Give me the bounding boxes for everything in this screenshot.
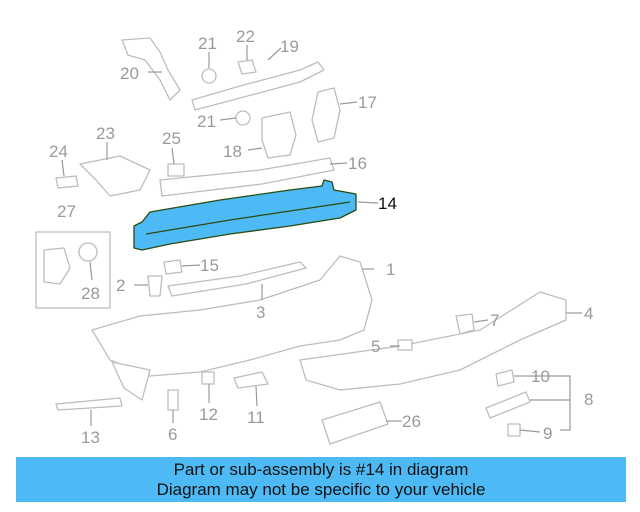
part-reflector-left [111, 361, 151, 401]
part-7-bracket [455, 313, 475, 335]
callout-3[interactable]: 3 [256, 303, 265, 322]
callout-6[interactable]: 6 [168, 425, 177, 444]
part-28-ring [78, 242, 98, 262]
callout-17[interactable]: 17 [358, 93, 377, 112]
part-18-bracket [261, 111, 297, 159]
callout-21[interactable]: 21 [198, 34, 217, 53]
part-3-garnish [167, 261, 307, 297]
part-23-bracket [79, 155, 151, 197]
part-27-sensor [43, 247, 71, 285]
callout-27[interactable]: 27 [57, 202, 76, 221]
callout-19[interactable]: 19 [280, 37, 299, 56]
part-9-bolt [507, 423, 521, 437]
part-2-clip [147, 275, 163, 297]
part-5-bolt [397, 339, 413, 351]
info-banner: Part or sub-assembly is #14 in diagram D… [16, 457, 626, 502]
callout-28[interactable]: 28 [81, 284, 100, 303]
part-24-bolt [55, 175, 79, 189]
callout-25[interactable]: 25 [162, 129, 181, 148]
callout-9[interactable]: 9 [543, 424, 552, 443]
part-27-box [35, 231, 111, 309]
callout-12[interactable]: 12 [199, 405, 218, 424]
part-10-reflector [495, 369, 515, 387]
callout-4[interactable]: 4 [584, 304, 593, 323]
part-11-bracket [233, 371, 269, 389]
callout-1[interactable]: 1 [386, 260, 395, 279]
callout-20[interactable]: 20 [120, 64, 139, 83]
callout-24[interactable]: 24 [49, 142, 68, 161]
callout-26[interactable]: 26 [402, 412, 421, 431]
callout-22[interactable]: 22 [236, 27, 255, 46]
part-13-strip [55, 397, 123, 411]
callout-23[interactable]: 23 [96, 124, 115, 143]
part-8-reflector [485, 391, 531, 419]
part-26-plate [321, 401, 389, 445]
callout-14[interactable]: 14 [378, 194, 397, 213]
part-16-absorber [159, 157, 335, 197]
part-21-grommet [201, 68, 217, 84]
part-12-clip [201, 371, 215, 385]
part-20-bracket [121, 37, 181, 101]
part-14-impact-bar [133, 179, 357, 251]
callout-21b[interactable]: 21 [197, 112, 216, 131]
callout-2[interactable]: 2 [116, 276, 125, 295]
banner-line-1: Part or sub-assembly is #14 in diagram [173, 460, 469, 479]
part-21-grommet-2 [235, 110, 251, 126]
banner-line-2: Diagram may not be specific to your vehi… [156, 480, 486, 499]
callout-10[interactable]: 10 [531, 367, 550, 386]
part-22-clip [237, 59, 257, 75]
callout-16[interactable]: 16 [348, 154, 367, 173]
part-17-bracket [311, 87, 341, 143]
callout-13[interactable]: 13 [81, 428, 100, 447]
part-15-bolt [163, 259, 183, 275]
callout-5[interactable]: 5 [371, 337, 380, 356]
callout-15[interactable]: 15 [200, 256, 219, 275]
callout-18[interactable]: 18 [223, 142, 242, 161]
callout-7[interactable]: 7 [490, 311, 499, 330]
parts-diagram: 20 21 22 19 21 17 18 23 25 24 16 14 27 1… [35, 27, 593, 447]
part-1-bumper-cover [91, 255, 373, 377]
callout-11[interactable]: 11 [247, 408, 265, 427]
callout-8[interactable]: 8 [584, 390, 593, 409]
part-6-bolt [167, 389, 179, 411]
part-25-pin [167, 163, 185, 177]
part-19-reinforcement [191, 61, 325, 111]
